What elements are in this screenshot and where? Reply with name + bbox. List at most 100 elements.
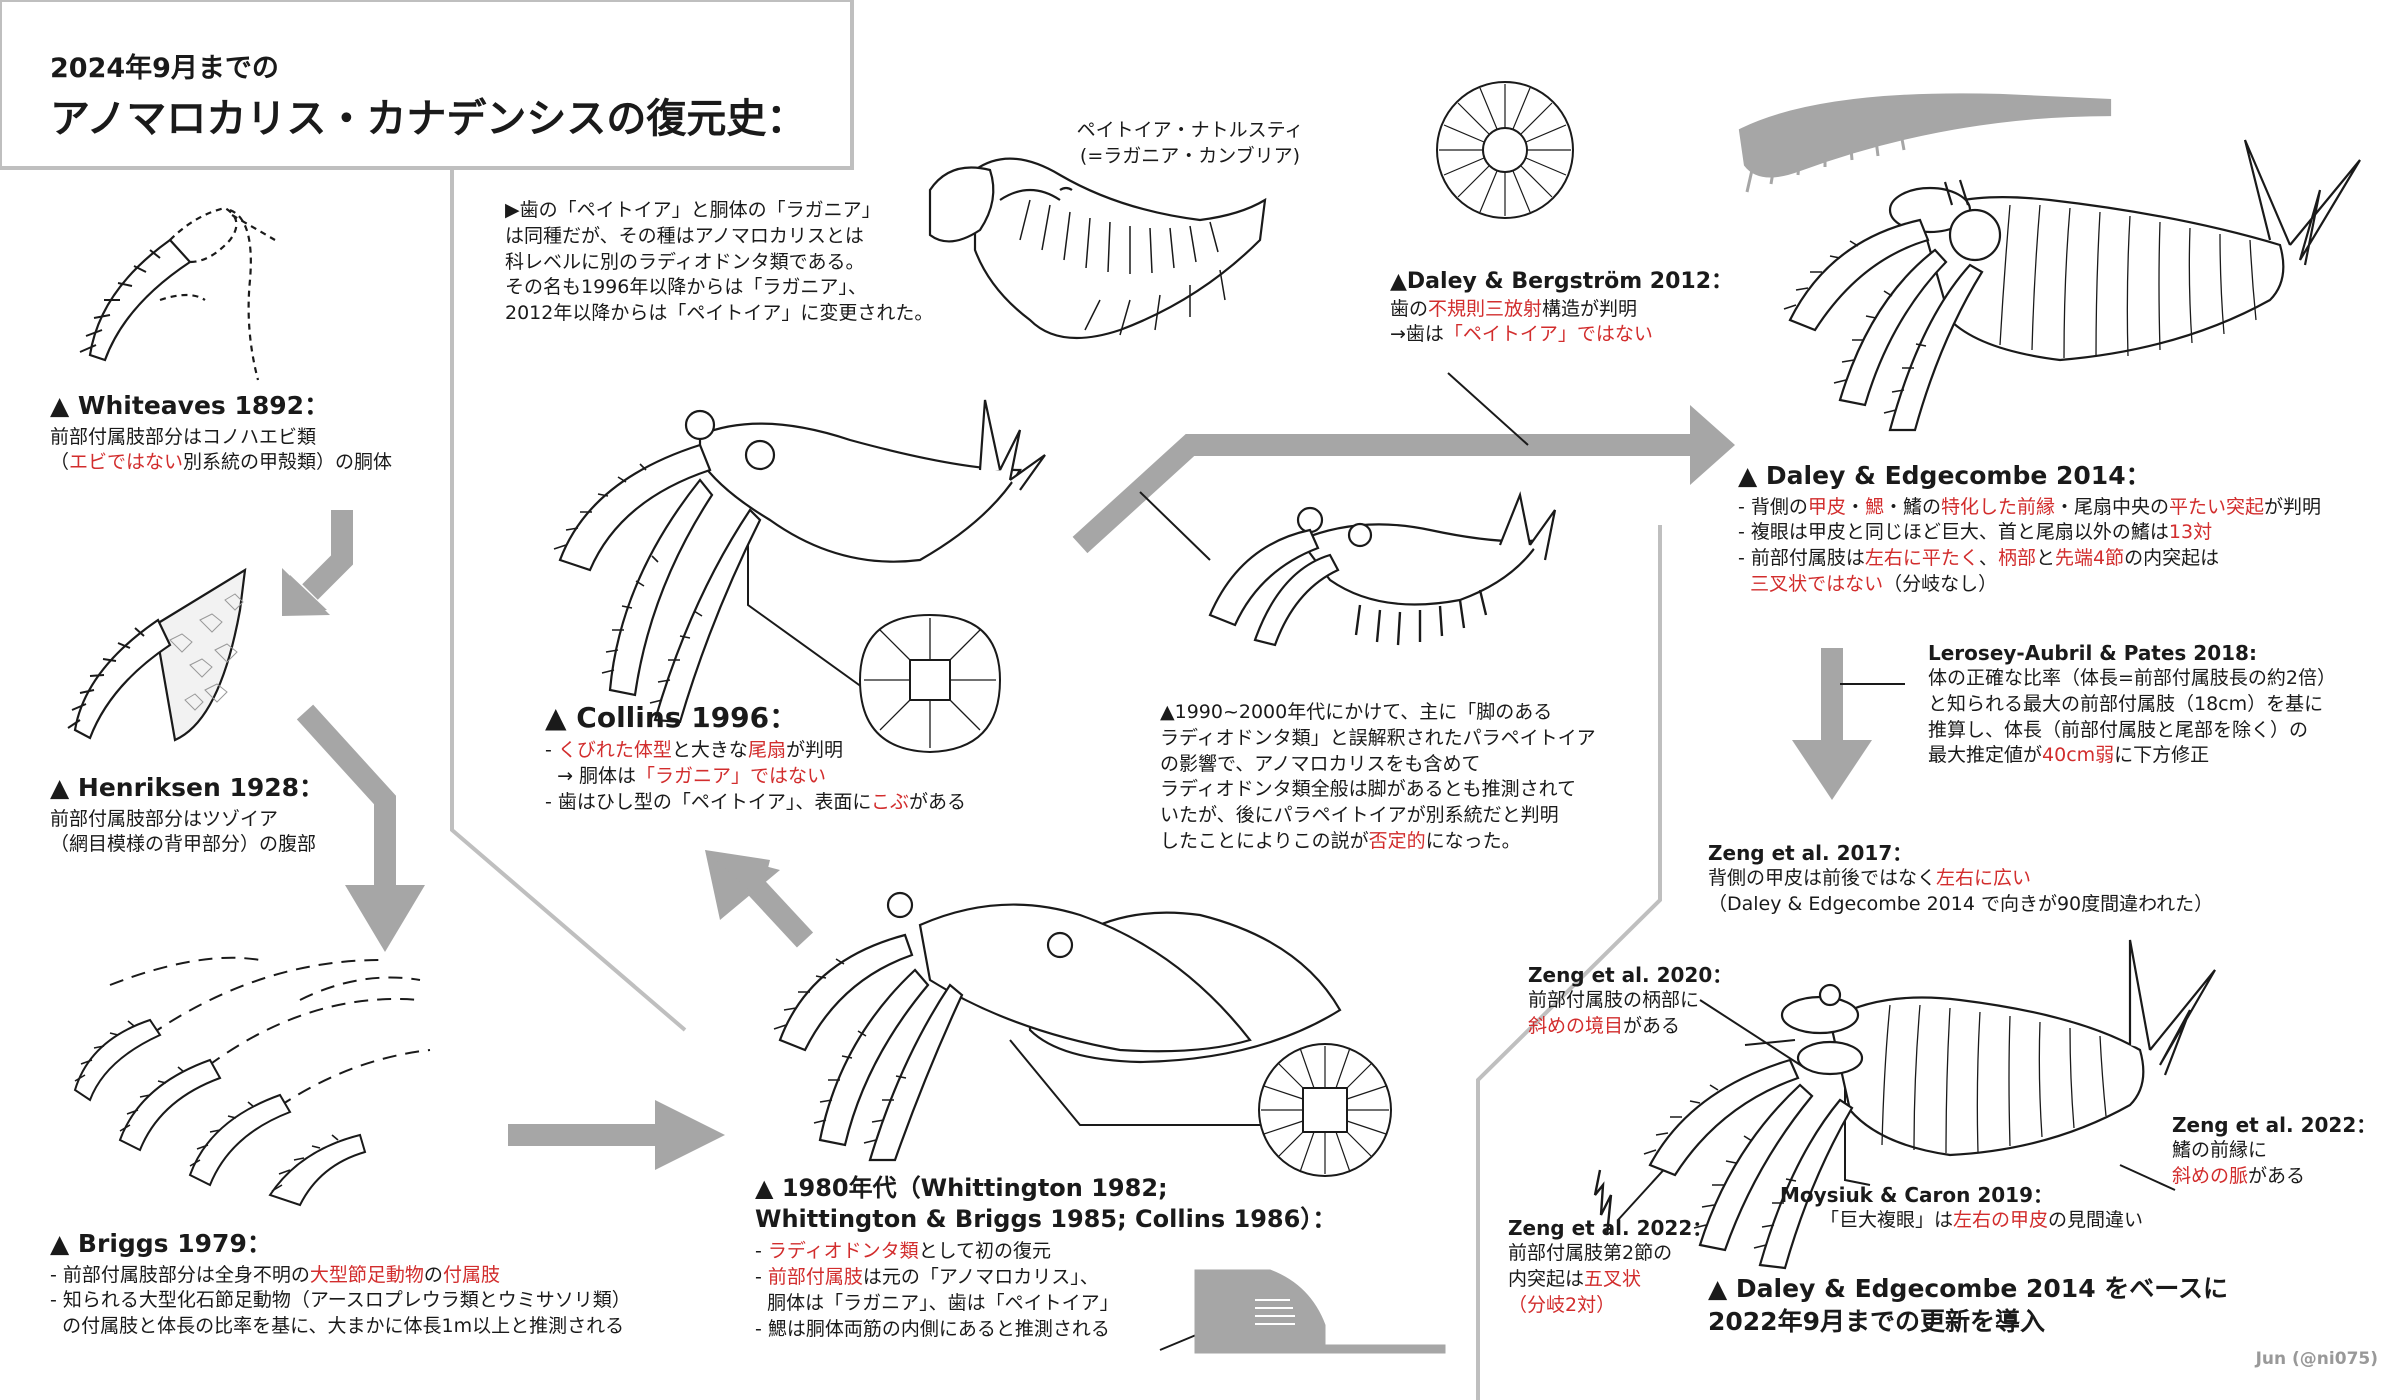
zeng2017-heading: Zeng et al. 2017： <box>1708 841 1913 865</box>
daley2014-heading: ▲ Daley & Edgecombe 2014： <box>1738 461 2151 490</box>
lerosey-line-4: 最大推定値が40cm弱に下方修正 <box>1928 744 2210 767</box>
title-box: 2024年9月までの アノマロカリス・カナデンシスの復元史： <box>0 0 852 168</box>
whiteaves-1892-block: ▲ Whiteaves 1892： 前部付属肢部分はコノハエビ類 （エビではない… <box>50 390 392 476</box>
whiteaves-appendage-illustration <box>79 206 276 381</box>
zeng2022a-line-1: 前部付属肢第2節の <box>1508 1242 1673 1264</box>
daley2014-illustration <box>1738 93 2361 432</box>
briggs-illustration <box>73 956 431 1207</box>
henriksen-1928-block: ▲ Henriksen 1928： 前部付属肢部分はツゾイア （網目模様の背甲部… <box>50 772 324 858</box>
final-caption-line-2: 2022年9月までの更新を導入 <box>1708 1306 2045 1336</box>
eighties-line-4: - 鰓は胴体両筋の内側にあると推測される <box>755 1317 1110 1340</box>
arrow-briggs-to-1980s <box>508 1100 725 1170</box>
zeng2020-line-2: 斜めの境目がある <box>1528 1014 1681 1037</box>
flow-arrows <box>282 405 1872 1170</box>
eighties-illustration <box>773 891 1342 1162</box>
zeng2022a-line-2: 内突起は五叉状 <box>1508 1267 1642 1290</box>
zeng2017-line-2: （Daley & Edgecombe 2014 で向きが90度間違われた） <box>1708 892 2214 915</box>
zeng-2017-block: Zeng et al. 2017： 背側の甲皮は前後ではなく左右に広い （Dal… <box>1708 840 2213 918</box>
whiteaves-line-1: 前部付属肢部分はコノハエビ類 <box>50 425 317 448</box>
briggs-1979-block: ▲ Briggs 1979： - 前部付属肢部分は全身不明の大型節足動物の付属肢… <box>50 1228 631 1340</box>
lerosey-line-1: 体の正確な比率（体長=前部付属肢長の約2倍） <box>1928 667 2337 689</box>
collins1996-illustration <box>553 399 1046 724</box>
daley-edgecombe-2014-block: ▲ Daley & Edgecombe 2014： - 背側の甲皮・鰓・鰭の特化… <box>1738 460 2321 598</box>
zeng2022b-line-1: 鰭の前縁に <box>2172 1139 2268 1161</box>
moysiuk-caron-2019-block: Moysiuk & Caron 2019： 「巨大複眼」は左右の甲皮の見間違い <box>1780 1182 2143 1234</box>
peytoia-note-line-3: 科レベルに別のラディオドンタ類である。 <box>505 250 865 273</box>
whiteaves-heading: ▲ Whiteaves 1892： <box>50 391 330 420</box>
zeng2020-heading: Zeng et al. 2020： <box>1528 963 1733 987</box>
arrow-1980s-to-collins <box>705 850 814 948</box>
collins-line-1: - くびれた体型と大きな尾扇が判明 <box>545 739 843 762</box>
peytoia-illustration <box>928 157 1267 340</box>
daley2012-line-1: 歯の不規則三放射構造が判明 <box>1390 297 1638 320</box>
briggs-line-3: の付属肢と体長の比率を基に、大まかに体長1m以上と推測される <box>50 1315 625 1338</box>
nineties-line-6: したことによりこの説が否定的になった。 <box>1160 830 1521 853</box>
zeng-2020-block: Zeng et al. 2020： 前部付属肢の柄部に 斜めの境目がある <box>1528 962 1732 1040</box>
daley2012-heading: ▲Daley & Bergström 2012： <box>1390 269 1734 294</box>
arrow-daley2014-down <box>1792 648 1872 800</box>
panel-dividers <box>450 170 1662 1400</box>
page-subtitle: 2024年9月までの <box>50 53 279 84</box>
lerosey-pates-2018-block: Lerosey-Aubril & Pates 2018: 体の正確な比率（体長=… <box>1928 640 2336 769</box>
henriksen-line-2: （網目模様の背甲部分）の腹部 <box>50 833 317 856</box>
gill-cross-section <box>1194 1269 1446 1354</box>
briggs-heading: ▲ Briggs 1979： <box>50 1229 272 1258</box>
daley2012-tooth-plate <box>1436 81 1574 219</box>
henriksen-illustration <box>67 567 247 742</box>
moysiuk-heading: Moysiuk & Caron 2019： <box>1780 1183 2053 1207</box>
final-caption-line-1: ▲ Daley & Edgecombe 2014 をベースに <box>1708 1274 2229 1303</box>
eighties-line-2: - 前部付属肢は元の「アノマロカリス」、 <box>755 1266 1099 1289</box>
legged-radiodont-illustration <box>1208 491 1557 647</box>
briggs-line-1: - 前部付属肢部分は全身不明の大型節足動物の付属肢 <box>50 1263 500 1286</box>
peytoia-species-label: ペイトイア・ナトルスティ (=ラガニア・カンブリア) <box>1060 118 1320 170</box>
collins-1996-block: ▲ Collins 1996： - くびれた体型と大きな尾扇が判明 → 胴体は「… <box>545 700 966 816</box>
daley-bergstrom-2012-block: ▲Daley & Bergström 2012： 歯の不規則三放射構造が判明 →… <box>1390 268 1733 348</box>
page-title: アノマロカリス・カナデンシスの復元史： <box>50 96 807 142</box>
peytoia-label-line-1: ペイトイア・ナトルスティ <box>1076 119 1304 141</box>
eighties-block: ▲ 1980年代（Whittington 1982; Whittington &… <box>755 1173 1336 1343</box>
final-updated-illustration <box>1593 939 2216 1270</box>
eighties-heading-2: Whittington & Briggs 1985; Collins 1986）… <box>755 1205 1337 1234</box>
peytoia-note-line-2: は同種だが、その種はアノマロカリスとは <box>505 224 864 247</box>
henriksen-heading: ▲ Henriksen 1928： <box>50 773 325 802</box>
peytoia-note-line-4: その名も1996年以降からは「ラガニア」、 <box>505 276 867 299</box>
lerosey-line-3: 推算し、体長（前部付属肢と尾部を除く）の <box>1928 718 2309 741</box>
daley2014-line-3: - 前部付属肢は左右に平たく、柄部と先端4節の内突起は <box>1738 547 2220 570</box>
arrow-henriksen-to-briggs <box>296 704 425 952</box>
author-credit: Jun (@ni075) <box>2255 1349 2378 1369</box>
zeng2020-line-1: 前部付属肢の柄部に <box>1528 989 1700 1011</box>
daley2014-line-4: 三叉状ではない（分岐なし） <box>1750 572 1998 595</box>
nineties-line-2: ラディオドンタ類」と誤解釈されたパラペイトイア <box>1160 726 1596 749</box>
arrow-collins-to-daley2014 <box>1072 405 1735 554</box>
zeng2022b-heading: Zeng et al. 2022： <box>2172 1113 2377 1137</box>
collins-tooth-plate <box>858 613 1002 754</box>
arrow-whiteaves-to-henriksen <box>282 510 353 616</box>
zeng2022b-line-2: 斜めの脈がある <box>2172 1164 2306 1187</box>
eighties-heading-1: ▲ 1980年代（Whittington 1982; <box>755 1174 1168 1202</box>
moysiuk-line-1: 「巨大複眼」は左右の甲皮の見間違い <box>1820 1209 2144 1231</box>
nineties-line-4: ラディオドンタ類全般は脚があるとも推測されて <box>1160 778 1577 801</box>
lerosey-line-2: と知られる最大の前部付属肢（18cm）を基に <box>1928 692 2324 715</box>
zeng2022a-line-3: （分岐2対） <box>1508 1293 1616 1316</box>
eighties-tooth-plate <box>1258 1043 1392 1177</box>
peytoia-note-block: ▶歯の「ペイトイア」と胴体の「ラガニア」 は同種だが、その種はアノマロカリスとは… <box>505 198 933 327</box>
peytoia-label-line-2: (=ラガニア・カンブリア) <box>1079 144 1301 167</box>
daley2012-line-2: →歯は「ペイトイア」ではない <box>1390 323 1653 346</box>
nineties-note-block: ▲1990~2000年代にかけて、主に「脚のある ラディオドンタ類」と誤解釈され… <box>1160 700 1596 855</box>
final-update-caption: ▲ Daley & Edgecombe 2014 をベースに 2022年9月まで… <box>1708 1273 2228 1338</box>
peytoia-note-line-5: 2012年以降からは「ペイトイア」に変更された。 <box>505 302 934 325</box>
henriksen-line-1: 前部付属肢部分はツゾイア <box>50 807 279 830</box>
zeng2022a-heading: Zeng et al. 2022： <box>1508 1216 1713 1240</box>
lerosey-heading: Lerosey-Aubril & Pates 2018: <box>1928 641 2257 665</box>
whiteaves-line-2: （エビではない別系統の甲殻類）の胴体 <box>50 451 393 474</box>
peytoia-note-line-1: ▶歯の「ペイトイア」と胴体の「ラガニア」 <box>505 199 881 221</box>
connector-lines <box>747 372 2176 1351</box>
collins-heading: ▲ Collins 1996： <box>545 701 798 734</box>
nineties-line-1: ▲1990~2000年代にかけて、主に「脚のある <box>1160 701 1553 723</box>
eighties-line-1: - ラディオドンタ類として初の復元 <box>755 1240 1052 1263</box>
daley2014-line-1: - 背側の甲皮・鰓・鰭の特化した前縁・尾扇中央の平たい突起が判明 <box>1738 495 2322 518</box>
collins-line-2: → 胴体は「ラガニア」ではない <box>545 765 827 788</box>
collins-line-3: - 歯はひし型の「ペイトイア」、表面にこぶがある <box>545 791 967 814</box>
zeng2017-line-1: 背側の甲皮は前後ではなく左右に広い <box>1708 867 2032 889</box>
